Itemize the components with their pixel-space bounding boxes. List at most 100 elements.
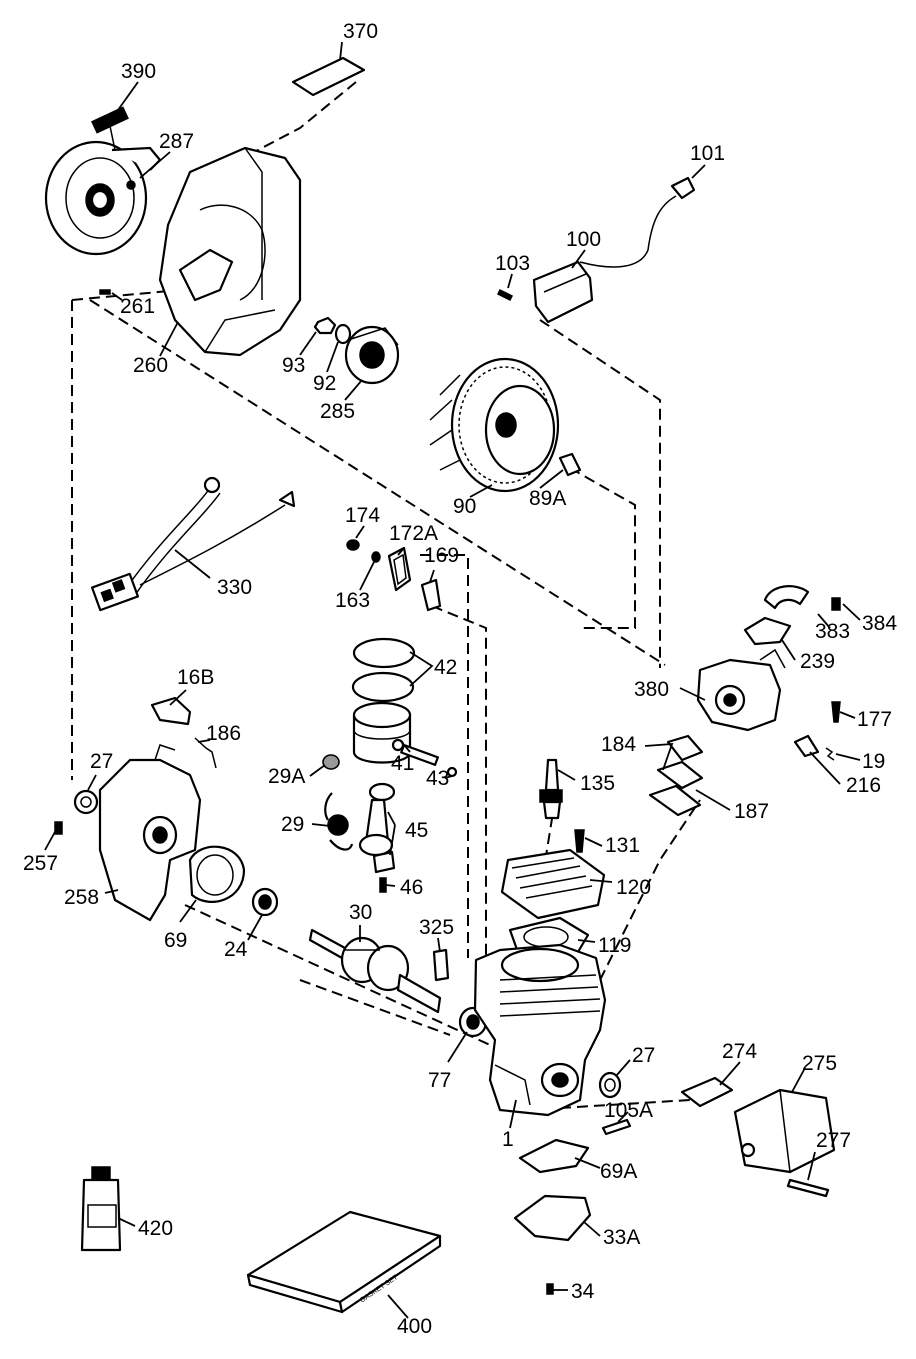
gasket-set-box-400: GASKET SET bbox=[246, 1210, 442, 1314]
assembly-dashed-lines bbox=[71, 81, 701, 1109]
callout-43: 43 bbox=[426, 767, 449, 790]
blower-housing-260 bbox=[158, 146, 302, 357]
callout-120: 120 bbox=[616, 876, 651, 899]
callout-29: 29 bbox=[281, 813, 304, 836]
callout-29A: 29A bbox=[268, 765, 305, 788]
callout-258: 258 bbox=[64, 886, 99, 909]
callout-216: 216 bbox=[846, 774, 881, 797]
callout-275: 275 bbox=[802, 1052, 837, 1075]
washer-163 bbox=[371, 551, 381, 563]
callout-186: 186 bbox=[206, 722, 241, 745]
ignition-coil-100 bbox=[532, 260, 594, 324]
stud-105A bbox=[601, 1118, 632, 1136]
cylinder-block-1 bbox=[473, 943, 607, 1117]
callout-131: 131 bbox=[605, 834, 640, 857]
recoil-starter-390 bbox=[44, 106, 162, 256]
flywheel-key-89A bbox=[558, 452, 582, 477]
screw-34 bbox=[546, 1283, 554, 1295]
callout-257: 257 bbox=[23, 852, 58, 875]
callout-labels: 370 390 287 101 100 103 261 260 93 92 28… bbox=[23, 20, 897, 1338]
callout-135: 135 bbox=[580, 772, 615, 795]
callout-277: 277 bbox=[816, 1129, 851, 1152]
callout-101: 101 bbox=[690, 142, 725, 165]
wire-harness-330 bbox=[91, 476, 296, 612]
spring-186 bbox=[194, 737, 217, 769]
callout-89A: 89A bbox=[529, 487, 566, 510]
nut-93 bbox=[313, 316, 337, 335]
callout-42: 42 bbox=[434, 656, 457, 679]
gasket-172A bbox=[387, 546, 412, 592]
spring-19 bbox=[825, 747, 835, 761]
screw-177 bbox=[831, 701, 841, 723]
callout-1: 1 bbox=[502, 1128, 514, 1151]
gasket-69A bbox=[518, 1138, 590, 1174]
lever-216 bbox=[793, 734, 820, 758]
seal-27-right bbox=[598, 1071, 622, 1099]
screw-131 bbox=[574, 829, 585, 853]
muffler-275 bbox=[733, 1088, 836, 1174]
flywheel-90 bbox=[429, 357, 560, 493]
bearing-24 bbox=[251, 887, 279, 917]
callout-330: 330 bbox=[217, 576, 252, 599]
callout-287: 287 bbox=[159, 130, 194, 153]
gasket-169 bbox=[420, 578, 442, 612]
bearing-77 bbox=[458, 1006, 488, 1038]
gasket-239 bbox=[743, 616, 792, 646]
callout-384: 384 bbox=[862, 612, 897, 635]
callout-27-right: 27 bbox=[632, 1044, 655, 1067]
decal-label-370 bbox=[291, 56, 366, 97]
callout-27-left: 27 bbox=[90, 750, 113, 773]
callout-325: 325 bbox=[419, 916, 454, 939]
carburetor-380 bbox=[696, 648, 786, 732]
callout-420: 420 bbox=[138, 1217, 173, 1240]
callout-46: 46 bbox=[400, 876, 423, 899]
callout-69: 69 bbox=[164, 929, 187, 952]
callout-184: 184 bbox=[601, 733, 636, 756]
callout-390: 390 bbox=[121, 60, 156, 83]
callout-103: 103 bbox=[495, 252, 530, 275]
washer-92 bbox=[334, 323, 352, 345]
callout-30: 30 bbox=[349, 901, 372, 924]
part-325 bbox=[432, 948, 450, 982]
screw-261 bbox=[99, 289, 111, 295]
callout-239: 239 bbox=[800, 650, 835, 673]
callout-172A: 172A bbox=[389, 522, 438, 545]
bottle-420 bbox=[80, 1166, 122, 1252]
screw-103 bbox=[496, 288, 514, 302]
screw-257 bbox=[54, 821, 63, 835]
callout-100: 100 bbox=[566, 228, 601, 251]
callout-34: 34 bbox=[571, 1280, 595, 1303]
callout-69A: 69A bbox=[600, 1160, 637, 1183]
bracket-16B bbox=[150, 696, 192, 726]
callout-90: 90 bbox=[453, 495, 476, 518]
spark-plug-135 bbox=[539, 758, 563, 820]
callout-177: 177 bbox=[857, 708, 892, 731]
crankcase-cover-258 bbox=[98, 744, 202, 922]
screw-174 bbox=[346, 539, 360, 551]
bearing-29A bbox=[322, 754, 340, 770]
callout-174: 174 bbox=[345, 504, 380, 527]
callout-19: 19 bbox=[862, 750, 885, 773]
callout-187: 187 bbox=[734, 800, 769, 823]
starter-cup-285 bbox=[344, 325, 400, 385]
callout-93: 93 bbox=[282, 354, 305, 377]
callout-33A: 33A bbox=[603, 1226, 640, 1249]
piston-rings-42 bbox=[351, 637, 416, 703]
leader-lines bbox=[44, 41, 861, 1319]
callout-24: 24 bbox=[224, 938, 248, 961]
spark-plug-boot-101 bbox=[579, 176, 696, 268]
screw-384 bbox=[831, 597, 841, 611]
screw-277 bbox=[786, 1178, 830, 1198]
bearing-set-29 bbox=[324, 792, 354, 851]
gasket-274 bbox=[680, 1076, 734, 1108]
callout-92: 92 bbox=[313, 372, 336, 395]
clamp-383 bbox=[763, 585, 810, 610]
piston-41 bbox=[352, 701, 439, 766]
callout-45: 45 bbox=[405, 819, 428, 842]
callout-383: 383 bbox=[815, 620, 850, 643]
seal-27-left bbox=[73, 789, 99, 815]
callout-16B: 16B bbox=[177, 666, 214, 689]
callout-260: 260 bbox=[133, 354, 168, 377]
callout-169: 169 bbox=[424, 544, 459, 567]
